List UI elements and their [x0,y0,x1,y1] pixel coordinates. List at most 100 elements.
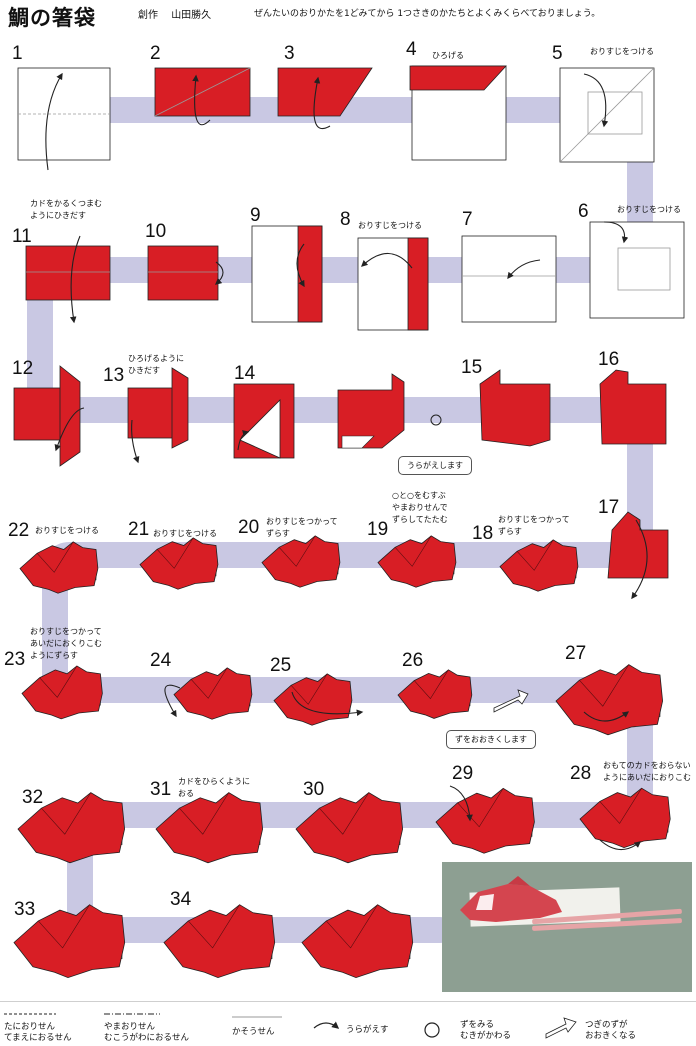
step-6-crease-box [617,247,671,291]
step-22-fish-crease [36,541,74,573]
page-title: 鯛の箸袋 [8,6,96,30]
note-step-5: おりすじをつける [590,47,654,56]
note-step-20-line-1: おりすじをつかって [266,517,338,526]
step-number-4: 4 [406,39,417,60]
note-step-31-line-1: カドをひらくように [178,777,250,786]
legend-enlarge-icon [545,1017,577,1039]
legend-valley-fold-line-2: てまえにおるせん [4,1033,72,1043]
step-10-fold-arrow [214,261,224,285]
step-number-5: 5 [552,43,563,64]
step-13-pull-arrow [131,419,140,464]
step-number-9: 9 [250,205,261,226]
step-number-26: 26 [402,650,424,671]
step-13-flap [171,367,189,449]
step-30-fish-body [295,792,404,864]
step-number-6: 6 [578,201,589,222]
note-step-22: おりすじをつける [35,526,99,535]
note-step-20-line-2: ずらす [266,529,290,538]
legend-enlarge: つぎのずが おおきくなる [585,1020,636,1042]
legend-rotate-icon [424,1022,440,1038]
step-25-fold-arrow [291,691,364,716]
note-step-18-line-1: おりすじをつかって [498,515,570,524]
step-24-fish-body [173,667,253,720]
step-11-pull-arrow [69,235,81,324]
note-step-18-line-2: ずらす [498,527,522,536]
zoom-in-arrow-icon [493,689,529,713]
legend-divider [0,1001,696,1002]
step-number-1: 1 [12,43,23,64]
step-number-22: 22 [8,520,30,541]
note-step-21: おりすじをつける [153,529,217,538]
step-29-fish-crease [457,788,504,828]
step-5-crease-diagonal [559,67,655,163]
step-12-flap [59,365,81,467]
final-fish-body [301,904,414,979]
step-21-fish-crease [156,537,194,569]
note-step-28-line-2: ようにあいだにおりこむ [603,773,691,782]
legend-mountain-fold: やまおりせん むこうがわにおるせん [104,1022,189,1044]
legend-turn-over-icon [313,1021,340,1029]
step-15-paper [479,369,551,447]
step-number-7: 7 [462,209,473,230]
step-number-29: 29 [452,763,474,784]
step-20-fish-crease [278,535,316,567]
step-number-25: 25 [270,655,292,676]
zoom-in-callout: ずをおおきくします [446,730,536,749]
step-33-fish-body [13,904,126,979]
legend-rotate-line-2: むきがかわる [460,1031,512,1041]
step-28-fish-body [579,787,671,849]
note-step-11-line-2: ようにひきだす [30,211,86,220]
step-9-red-strip [297,225,323,323]
step-21-fish-body [139,537,219,590]
legend-mountain-fold-line-1: やまおりせん [104,1022,156,1032]
step-number-27: 27 [565,643,587,664]
step-number-20: 20 [238,517,260,538]
step-11-paper [25,245,111,301]
step-number-12: 12 [12,358,34,379]
step-17-fold-arrow [631,519,648,600]
note-step-23-line-2: あいだにおくりこむ [30,639,102,648]
step-number-31: 31 [150,779,172,800]
step-29-fold-arrow [449,785,473,822]
turn-over-symbol-icon [430,414,442,426]
step-2-fold-arrow [192,74,211,126]
step-22-fish-body [19,541,99,594]
step-number-15: 15 [461,357,483,378]
note-step-28-line-1: おもてのカドをおらない [603,761,691,770]
legend-enlarge-line-1: つぎのずが [585,1020,628,1030]
step-number-17: 17 [598,497,620,518]
step-number-34: 34 [170,889,192,910]
step-7-paper [461,235,557,323]
step-25-fish-body [273,673,353,726]
step-3-paper [277,67,373,117]
step-4-flap [409,65,507,91]
note-step-13-line-1: ひろげるように [128,354,184,363]
step-27-fish-crease [579,664,630,707]
step-30-fish-crease [319,792,370,835]
step-number-23: 23 [4,649,26,670]
legend-hidden-line: かそうせん [232,1027,275,1037]
step-34-fish-body [163,904,276,979]
step-20-fish-body [261,535,341,588]
legend-valley-fold-line-1: たにおりせん [4,1022,56,1032]
note-step-4: ひろげる [432,51,464,60]
step-number-2: 2 [150,43,161,64]
step-number-33: 33 [14,899,36,920]
general-instruction: ぜんたいのおりかたを1どみてから 1つさきのかたちとよくみくらべておりましょう。 [254,9,601,19]
step-34-fish-crease [188,904,240,949]
step-28-fish-crease [599,788,642,824]
step-number-18: 18 [472,523,494,544]
step-24-fold-arrow [164,684,181,718]
author-credit: 創作 山田勝久 [138,6,221,21]
step-7-fold-arrow [507,259,541,280]
step-number-28: 28 [570,763,592,784]
step-16-paper [599,369,667,445]
step-9-fold-arrow [296,243,305,288]
legend-rotate: ずをみる むきがかわる [460,1020,511,1042]
step-19-fish-crease [394,535,432,567]
legend-valley-fold: たにおりせん てまえにおるせん [4,1022,72,1044]
step-5-fold-arrow [583,73,609,128]
step-25-fish-crease [290,673,328,705]
note-step-11-line-1: カドをかるくつまむ [30,199,102,208]
